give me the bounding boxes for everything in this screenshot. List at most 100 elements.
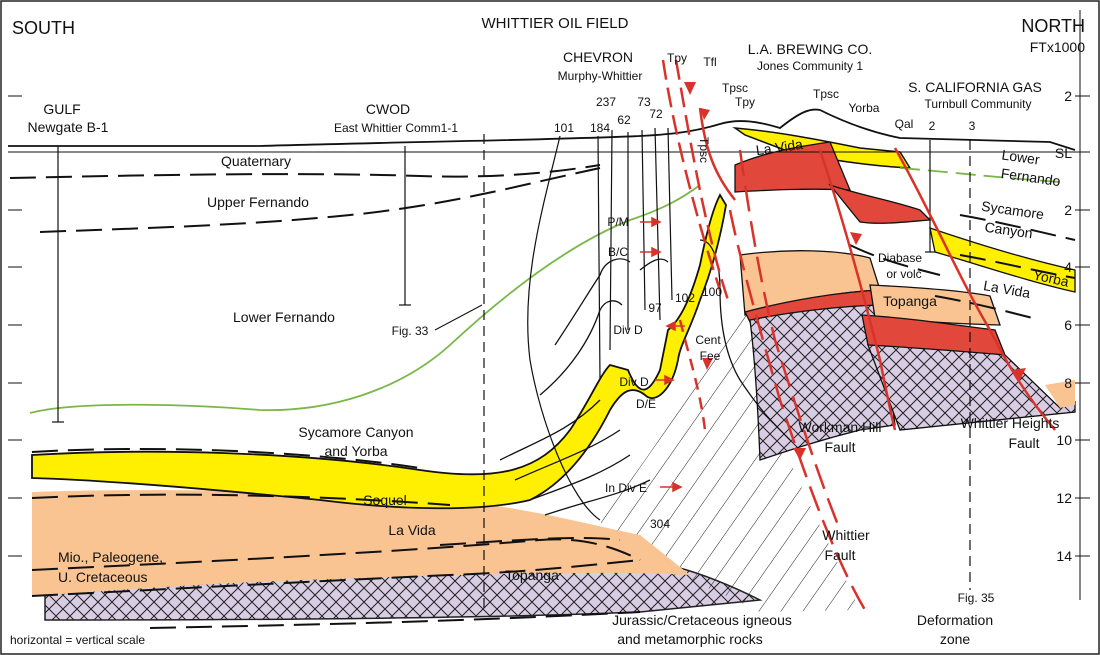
formation-topanga: Topanga bbox=[505, 567, 559, 583]
well-number: 237 bbox=[596, 95, 616, 109]
fault-heights-label: Fault bbox=[1008, 435, 1039, 451]
yorba-yellow-north bbox=[929, 227, 1076, 293]
header-south: SOUTH bbox=[12, 18, 75, 38]
formation-n-canyon: Canyon bbox=[984, 219, 1034, 242]
zone-arrows bbox=[640, 216, 685, 493]
well-labrew-name: L.A. BREWING CO. bbox=[748, 41, 872, 57]
ground-surface-line bbox=[8, 108, 1076, 151]
depth-label: 8 bbox=[1064, 375, 1072, 391]
surface-label-tpy: Tpy bbox=[667, 51, 687, 65]
green-line-north bbox=[899, 167, 1061, 183]
well-chevron-name: CHEVRON bbox=[563, 49, 633, 65]
zone-fee: Fee bbox=[700, 349, 721, 363]
well-gulf-id: Newgate B-1 bbox=[28, 119, 109, 135]
left-depth-ticks bbox=[8, 95, 22, 557]
depth-label: 10 bbox=[1056, 432, 1072, 448]
depth-label-sl: SL bbox=[1055, 145, 1072, 161]
surface-label-tpsc-b: Tpsc bbox=[697, 137, 711, 163]
well-number: 3 bbox=[969, 119, 976, 133]
depth-label: 14 bbox=[1056, 548, 1072, 564]
depth-label: 6 bbox=[1064, 317, 1072, 333]
well-number: 72 bbox=[649, 107, 663, 121]
zone-in-div-e: In Div E bbox=[605, 481, 647, 495]
surface-label-qal: Qal bbox=[895, 117, 914, 131]
well-lines bbox=[52, 127, 935, 423]
well-number: 184 bbox=[590, 121, 610, 135]
formation-volc: or volc bbox=[886, 267, 921, 281]
fault-arrows bbox=[684, 82, 1026, 460]
formation-mio: Mio., Paleogene, bbox=[58, 549, 163, 565]
well-chevron-id: Murphy-Whittier bbox=[558, 69, 643, 83]
dashed-section-lines bbox=[483, 134, 971, 610]
surface-label-tpsc-c: Tpsc bbox=[813, 87, 839, 101]
fault-whittier-label: Fault bbox=[824, 547, 855, 563]
fault-lines bbox=[661, 59, 1056, 611]
formation-top-la-vida: La Vida bbox=[755, 136, 804, 158]
topanga-south bbox=[32, 490, 690, 596]
formation-sycamore: Sycamore Canyon bbox=[298, 424, 413, 440]
topanga-peach-corner bbox=[1045, 380, 1075, 408]
well-number: 73 bbox=[637, 95, 651, 109]
depth-label: 2 bbox=[1064, 88, 1072, 104]
formation-n-topanga: Topanga bbox=[883, 293, 937, 309]
formation-quaternary: Quaternary bbox=[221, 153, 291, 169]
formation-yorba: and Yorba bbox=[324, 443, 387, 459]
diabase-red-wedge bbox=[828, 183, 932, 224]
fault-workman-hill: Workman Hill bbox=[799, 419, 882, 435]
well-number: 97 bbox=[648, 301, 662, 315]
zone-pm: P/M bbox=[607, 215, 628, 229]
formation-upper-fernando: Upper Fernando bbox=[207, 194, 309, 210]
formation-n-lower: Lower bbox=[1001, 146, 1041, 167]
well-number: 62 bbox=[617, 113, 631, 127]
well-number: 2 bbox=[929, 119, 936, 133]
well-number: 102 bbox=[675, 291, 695, 305]
surface-label-yorba: Yorba bbox=[849, 101, 880, 115]
well-scgas-name: S. CALIFORNIA GAS bbox=[908, 79, 1042, 95]
fig-35-ref: Fig. 35 bbox=[958, 591, 995, 605]
fault-workman-label: Fault bbox=[824, 439, 855, 455]
header-title: WHITTIER OIL FIELD bbox=[482, 15, 629, 32]
header-units: FTx1000 bbox=[1030, 39, 1085, 55]
well-labrew-id: Jones Community 1 bbox=[757, 59, 863, 73]
surface-label-tpy-b: Tpy bbox=[735, 95, 755, 109]
soquel-yellow-south bbox=[31, 193, 727, 510]
zone-div-d-2: Div D bbox=[619, 375, 649, 389]
zone-de: D/E bbox=[636, 397, 656, 411]
formation-basement: Jurassic/Cretaceous igneous bbox=[612, 612, 792, 628]
well-cwod-id: East Whittier Comm1-1 bbox=[334, 121, 458, 135]
scale-footnote: horizontal = vertical scale bbox=[10, 633, 145, 647]
well-number: 304 bbox=[650, 517, 670, 531]
depth-scale bbox=[1075, 10, 1090, 600]
formation-boundaries bbox=[9, 164, 1076, 629]
formation-lower-fernando: Lower Fernando bbox=[233, 309, 335, 325]
deformation-zone: Deformation bbox=[917, 612, 993, 628]
deformation-zone-label: zone bbox=[940, 631, 971, 647]
well-cwod-name: CWOD bbox=[366, 101, 410, 117]
fault-whittier: Whittier bbox=[822, 527, 870, 543]
depth-label: 4 bbox=[1064, 259, 1072, 275]
basement-striped-zone bbox=[600, 290, 860, 612]
green-oil-contact-line bbox=[29, 184, 701, 414]
formation-basement-2: and metamorphic rocks bbox=[617, 631, 763, 647]
formation-la-vida: La Vida bbox=[388, 522, 435, 538]
well-number: 101 bbox=[554, 121, 574, 135]
formation-cretaceous: U. Cretaceous bbox=[58, 569, 147, 585]
header-north: NORTH bbox=[1021, 16, 1085, 36]
formation-soquel: Soquel bbox=[363, 492, 407, 508]
well-101-path bbox=[527, 135, 601, 521]
depth-label: 12 bbox=[1056, 490, 1072, 506]
formation-n-yorba: Yorba bbox=[1032, 267, 1071, 290]
fault-whittier-heights: Whittier Heights bbox=[961, 415, 1060, 431]
fig-33-pointer bbox=[434, 304, 483, 331]
well-gulf-name: GULF bbox=[43, 101, 80, 117]
depth-label: 2 bbox=[1064, 202, 1072, 218]
well-number: 100 bbox=[702, 285, 722, 299]
zone-div-d: Div D bbox=[613, 323, 643, 337]
fig-33-ref: Fig. 33 bbox=[392, 324, 429, 338]
zone-bc: B/C bbox=[608, 245, 628, 259]
formation-diabase: Diabase bbox=[878, 251, 922, 265]
surface-label-tfl: Tfl bbox=[703, 55, 716, 69]
zone-cent: Cent bbox=[695, 333, 721, 347]
